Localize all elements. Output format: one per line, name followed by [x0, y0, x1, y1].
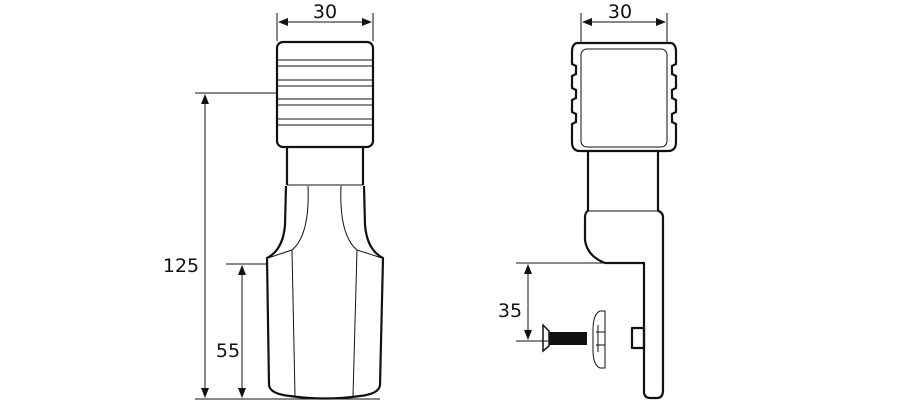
side-neck	[586, 152, 660, 211]
screw-slot	[630, 326, 646, 350]
dim-label-height-total: 125	[163, 255, 199, 277]
dimension-height-total: 125	[163, 92, 380, 400]
side-view: 30 35	[498, 1, 678, 400]
dim-label-screw-height: 35	[498, 300, 522, 322]
washer-icon	[592, 310, 606, 369]
front-cap	[275, 40, 375, 149]
side-bracket	[583, 209, 665, 400]
front-neck	[285, 147, 365, 185]
side-cap-inner	[580, 48, 668, 148]
cap-grooves	[278, 59, 372, 126]
front-view: 30 125 55	[163, 1, 385, 400]
dim-label-height-lower: 55	[216, 340, 240, 362]
dim-label-width-side: 30	[608, 1, 632, 23]
dim-label-width-front: 30	[313, 1, 337, 23]
front-body	[265, 185, 385, 400]
dimension-height-lower: 55	[216, 263, 267, 398]
dimension-width-front: 30	[276, 1, 374, 41]
screw-icon	[542, 323, 587, 353]
dimension-screw-height: 35	[498, 262, 605, 342]
side-cap	[570, 41, 678, 153]
dimension-width-side: 30	[580, 1, 668, 43]
body-facets	[267, 185, 383, 397]
